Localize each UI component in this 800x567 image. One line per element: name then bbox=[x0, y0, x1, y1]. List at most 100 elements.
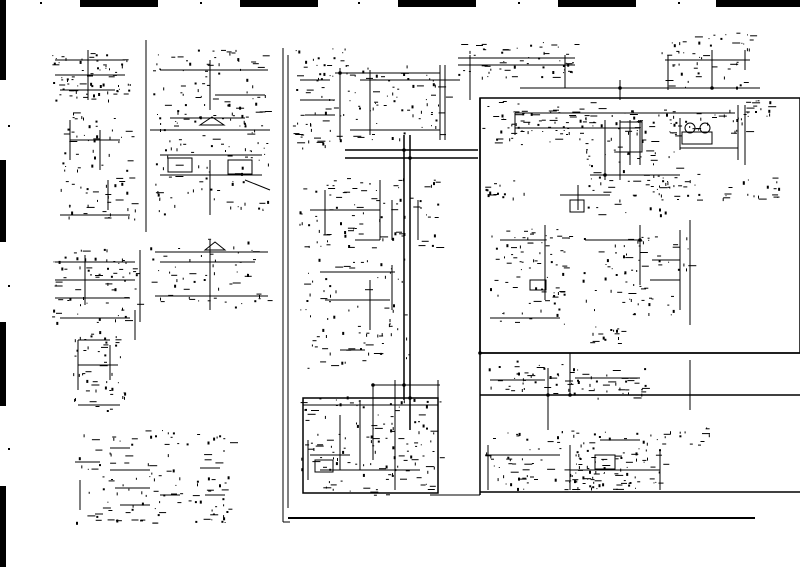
annotation-speck bbox=[207, 300, 211, 302]
annotation-speck bbox=[69, 204, 71, 208]
annotation-speck bbox=[548, 110, 557, 112]
annotation-speck bbox=[506, 262, 512, 264]
annotation-speck bbox=[583, 442, 585, 445]
annotation-speck bbox=[633, 195, 637, 197]
annotation-speck bbox=[686, 268, 687, 272]
annotation-speck bbox=[556, 373, 559, 376]
annotation-speck bbox=[516, 276, 521, 278]
annotation-speck bbox=[407, 109, 411, 111]
annotation-speck bbox=[546, 276, 548, 278]
annotation-speck bbox=[494, 142, 503, 144]
annotation-speck bbox=[649, 126, 656, 128]
annotation-speck bbox=[95, 389, 97, 393]
annotation-speck bbox=[590, 342, 596, 344]
annotation-speck bbox=[184, 113, 187, 115]
annotation-speck bbox=[348, 246, 355, 248]
annotation-speck bbox=[566, 63, 573, 65]
annotation-speck bbox=[627, 180, 630, 182]
annotation-speck bbox=[647, 179, 651, 181]
annotation-speck bbox=[59, 84, 66, 86]
annotation-speck bbox=[634, 382, 640, 384]
annotation-speck bbox=[327, 318, 329, 320]
annotation-speck bbox=[511, 124, 513, 127]
annotation-speck bbox=[308, 272, 309, 274]
annotation-speck bbox=[244, 202, 246, 206]
annotation-speck bbox=[618, 161, 621, 163]
annotation-speck bbox=[562, 126, 565, 129]
annotation-speck bbox=[267, 163, 269, 167]
annotation-speck bbox=[656, 188, 658, 190]
annotation-speck bbox=[316, 336, 320, 338]
annotation-speck bbox=[747, 179, 749, 181]
annotation-speck bbox=[553, 302, 556, 305]
annotation-speck bbox=[521, 312, 523, 315]
annotation-speck bbox=[301, 222, 303, 226]
annotation-speck bbox=[493, 116, 500, 117]
annotation-speck bbox=[204, 459, 212, 461]
annotation-speck bbox=[317, 140, 326, 142]
annotation-speck bbox=[145, 430, 152, 432]
annotation-speck bbox=[111, 479, 113, 480]
annotation-speck bbox=[215, 506, 218, 508]
annotation-speck bbox=[392, 473, 393, 476]
annotation-speck bbox=[115, 344, 118, 347]
annotation-speck bbox=[632, 110, 634, 114]
annotation-speck bbox=[463, 70, 466, 72]
annotation-speck bbox=[312, 340, 317, 342]
annotation-speck bbox=[648, 239, 650, 241]
annotation-speck bbox=[516, 433, 519, 435]
annotation-speck bbox=[687, 248, 689, 250]
annotation-speck bbox=[698, 444, 701, 446]
annotation-speck bbox=[65, 57, 67, 61]
annotation-speck bbox=[79, 336, 81, 340]
annotation-speck bbox=[662, 180, 665, 183]
annotation-speck bbox=[295, 50, 297, 52]
annotation-speck bbox=[657, 175, 660, 177]
annotation-speck bbox=[363, 342, 366, 344]
annotation-speck bbox=[327, 65, 333, 66]
annotation-speck bbox=[485, 455, 492, 457]
annotation-speck bbox=[436, 247, 445, 248]
annotation-speck bbox=[562, 272, 565, 276]
annotation-speck bbox=[99, 331, 102, 335]
annotation-speck bbox=[742, 181, 745, 184]
annotation-speck bbox=[427, 470, 429, 474]
annotation-speck bbox=[673, 115, 675, 119]
annotation-speck bbox=[213, 272, 215, 276]
annotation-speck bbox=[520, 251, 524, 253]
annotation-speck bbox=[571, 430, 575, 432]
annotation-speck bbox=[390, 430, 396, 432]
annotation-speck bbox=[128, 488, 130, 491]
annotation-speck bbox=[344, 231, 347, 234]
annotation-speck bbox=[223, 504, 225, 507]
annotation-speck bbox=[118, 141, 120, 144]
annotation-speck bbox=[482, 48, 485, 50]
annotation-speck bbox=[153, 93, 156, 96]
annotation-speck bbox=[176, 122, 178, 124]
annotation-speck bbox=[405, 470, 410, 472]
annotation-speck bbox=[77, 85, 79, 87]
annotation-speck bbox=[769, 101, 772, 105]
annotation-speck bbox=[297, 75, 304, 77]
annotation-speck bbox=[171, 274, 178, 276]
annotation-speck bbox=[615, 382, 617, 386]
annotation-speck bbox=[621, 330, 627, 332]
annotation-speck bbox=[125, 130, 133, 132]
annotation-speck bbox=[498, 102, 504, 103]
annotation-speck bbox=[92, 191, 99, 193]
annotation-speck bbox=[536, 367, 545, 368]
annotation-speck bbox=[352, 188, 358, 189]
annotation-speck bbox=[696, 62, 698, 66]
annotation-speck bbox=[687, 194, 690, 197]
annotation-speck bbox=[323, 234, 331, 236]
annotation-speck bbox=[99, 464, 101, 467]
annotation-speck bbox=[299, 223, 301, 226]
annotation-speck bbox=[663, 433, 671, 435]
annotation-speck bbox=[531, 130, 533, 132]
annotation-speck bbox=[393, 304, 395, 308]
annotation-speck bbox=[696, 113, 702, 115]
annotation-speck bbox=[104, 361, 107, 363]
annotation-speck bbox=[615, 455, 622, 457]
annotation-speck bbox=[153, 490, 159, 492]
annotation-speck bbox=[71, 79, 74, 81]
